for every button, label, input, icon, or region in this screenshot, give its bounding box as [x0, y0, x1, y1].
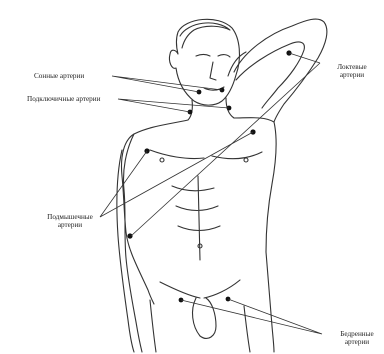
- torso-left: [122, 120, 189, 304]
- leader-axillary: [100, 132, 253, 217]
- head: [169, 19, 239, 105]
- right-nipple: [244, 158, 248, 162]
- subclavian-arteries-label: Подключичные артерии: [27, 95, 100, 103]
- genitals: [193, 298, 216, 338]
- elbow-arteries-label: Локтевые артерии: [322, 63, 382, 79]
- carotid-arteries-label: Сонные артерии: [34, 72, 84, 80]
- left-arm: [123, 134, 142, 352]
- femoral-arteries-label-line1: Бедренные: [330, 330, 384, 338]
- raised-arm: [234, 19, 327, 122]
- femoral-arteries-label: Бедренные артерии: [330, 330, 384, 346]
- femoral-arteries-label-line2: артерии: [330, 338, 384, 346]
- axillary-arteries-label: Подмышечные артерии: [38, 213, 102, 229]
- elbow-arteries-label-line2: артерии: [322, 71, 382, 79]
- body-outline: [117, 19, 327, 352]
- leader-femoral: [181, 299, 322, 334]
- chest: [150, 150, 262, 159]
- leader-subclavian: [118, 99, 229, 112]
- leader-elbow: [131, 53, 320, 236]
- axillary-arteries-label-line2: артерии: [38, 221, 102, 229]
- left-nipple: [160, 158, 164, 162]
- torso-right: [234, 118, 276, 352]
- face-details: [196, 55, 230, 91]
- elbow-arteries-label-line1: Локтевые: [322, 63, 382, 71]
- legs: [150, 300, 250, 352]
- elbow-point-left: [127, 233, 132, 238]
- leader-lines: [100, 53, 322, 334]
- leader-carotid: [112, 76, 222, 92]
- abdomen: [172, 176, 220, 260]
- groin: [160, 280, 240, 298]
- axillary-arteries-label-line1: Подмышечные: [38, 213, 102, 221]
- hair: [180, 23, 230, 48]
